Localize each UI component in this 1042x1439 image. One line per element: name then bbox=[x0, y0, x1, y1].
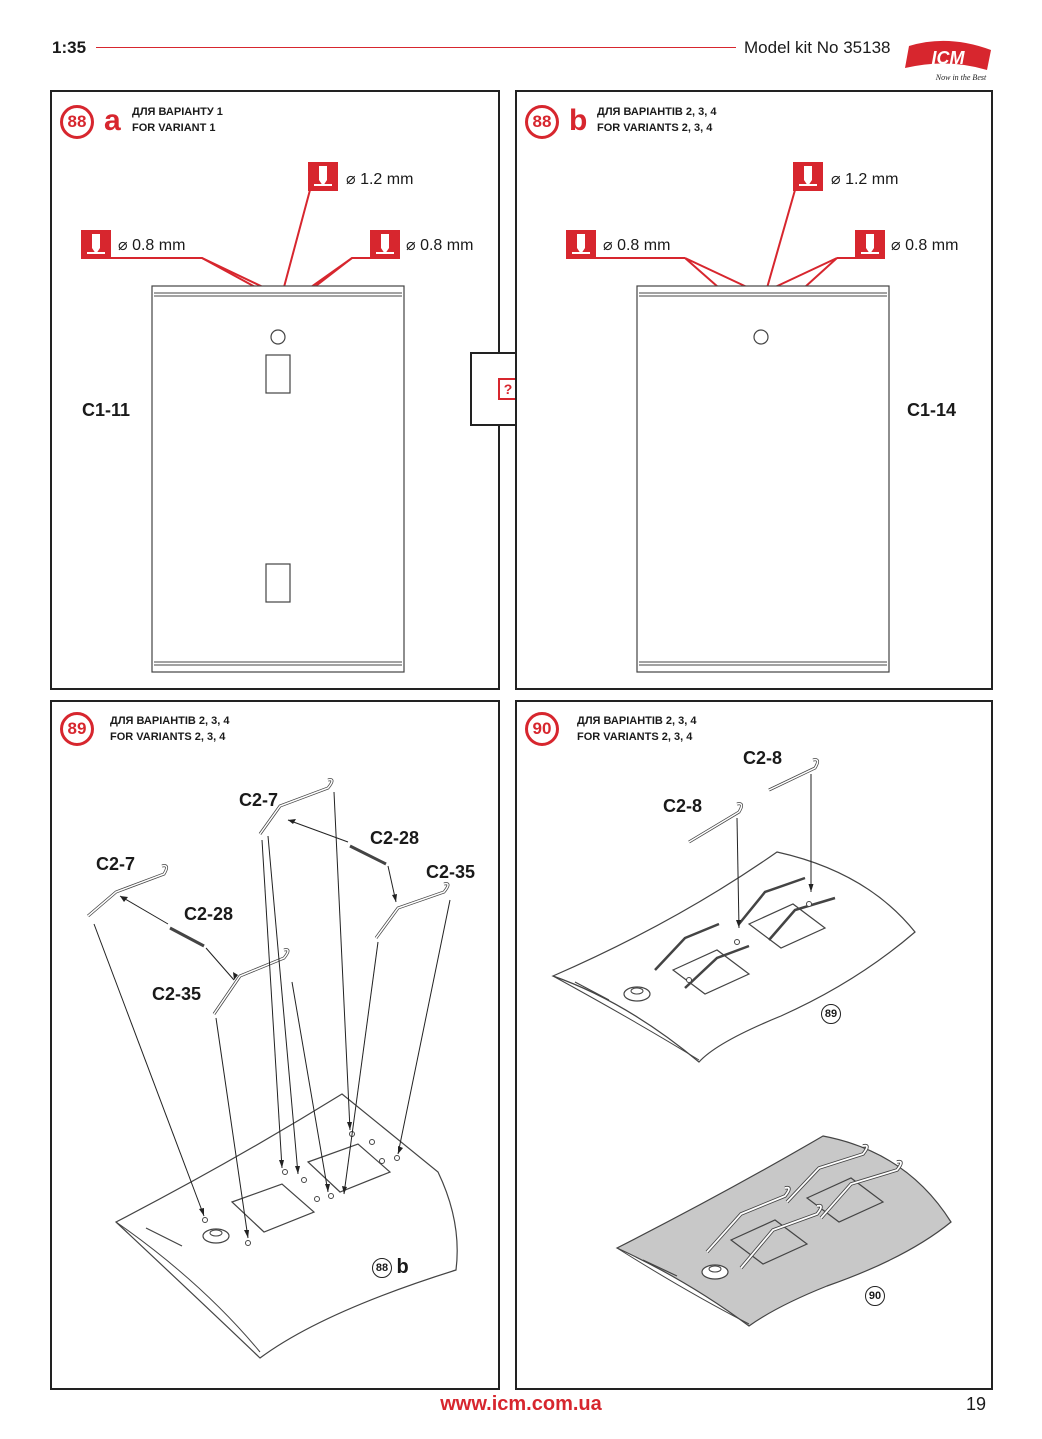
step-89-badge: 89 bbox=[60, 712, 94, 746]
step-89-drawing bbox=[87, 778, 458, 1359]
part-label: C2-8 bbox=[743, 748, 783, 768]
part-label: C1-14 bbox=[907, 400, 957, 420]
drill-size-center: ⌀ 1.2 mm bbox=[831, 171, 899, 188]
step-88b-drawing bbox=[566, 162, 890, 673]
step-90-badge: 90 bbox=[525, 712, 559, 746]
part-label: C2-7 bbox=[96, 854, 136, 874]
svg-text:ICM: ICM bbox=[932, 48, 966, 68]
step-88-badge: 88 bbox=[60, 105, 94, 139]
step-reference: 88 b bbox=[372, 1256, 409, 1279]
drill-icon bbox=[370, 230, 400, 258]
part-label: C2-35 bbox=[426, 862, 476, 882]
drill-icon bbox=[308, 162, 338, 190]
step-letter-b: b bbox=[569, 104, 588, 137]
drill-icon bbox=[855, 230, 885, 258]
svg-text:Now in the Best: Now in the Best bbox=[935, 73, 987, 82]
step-88a-drawing bbox=[81, 162, 405, 673]
icm-logo: ICM Now in the Best bbox=[905, 40, 991, 82]
part-label: C1-11 bbox=[82, 400, 131, 420]
drill-icon bbox=[566, 230, 596, 258]
drill-size-right: ⌀ 0.8 mm bbox=[406, 237, 474, 254]
drill-size-center: ⌀ 1.2 mm bbox=[346, 171, 414, 188]
part-label: C2-35 bbox=[152, 984, 202, 1004]
drill-size-left: ⌀ 0.8 mm bbox=[118, 237, 186, 254]
step-reference: 90 bbox=[865, 1286, 885, 1306]
part-label: C2-7 bbox=[239, 790, 279, 810]
step-letter-a: a bbox=[104, 104, 121, 137]
drill-icon bbox=[793, 162, 823, 190]
part-label: C2-28 bbox=[184, 904, 234, 924]
step-reference: 89 bbox=[821, 1004, 841, 1024]
drill-size-left: ⌀ 0.8 mm bbox=[603, 237, 671, 254]
header-rule bbox=[96, 47, 736, 48]
step-90-drawing bbox=[551, 758, 952, 1327]
website-link[interactable]: www.icm.com.ua bbox=[440, 1393, 602, 1415]
drill-size-right: ⌀ 0.8 mm bbox=[891, 237, 959, 254]
kit-number: Model kit No 35138 bbox=[744, 38, 891, 57]
part-label: C2-28 bbox=[370, 828, 420, 848]
scale-label: 1:35 bbox=[52, 38, 87, 57]
drill-icon bbox=[81, 230, 111, 258]
page-number: 19 bbox=[966, 1394, 987, 1414]
step-88-badge: 88 bbox=[525, 105, 559, 139]
part-label: C2-8 bbox=[663, 796, 703, 816]
